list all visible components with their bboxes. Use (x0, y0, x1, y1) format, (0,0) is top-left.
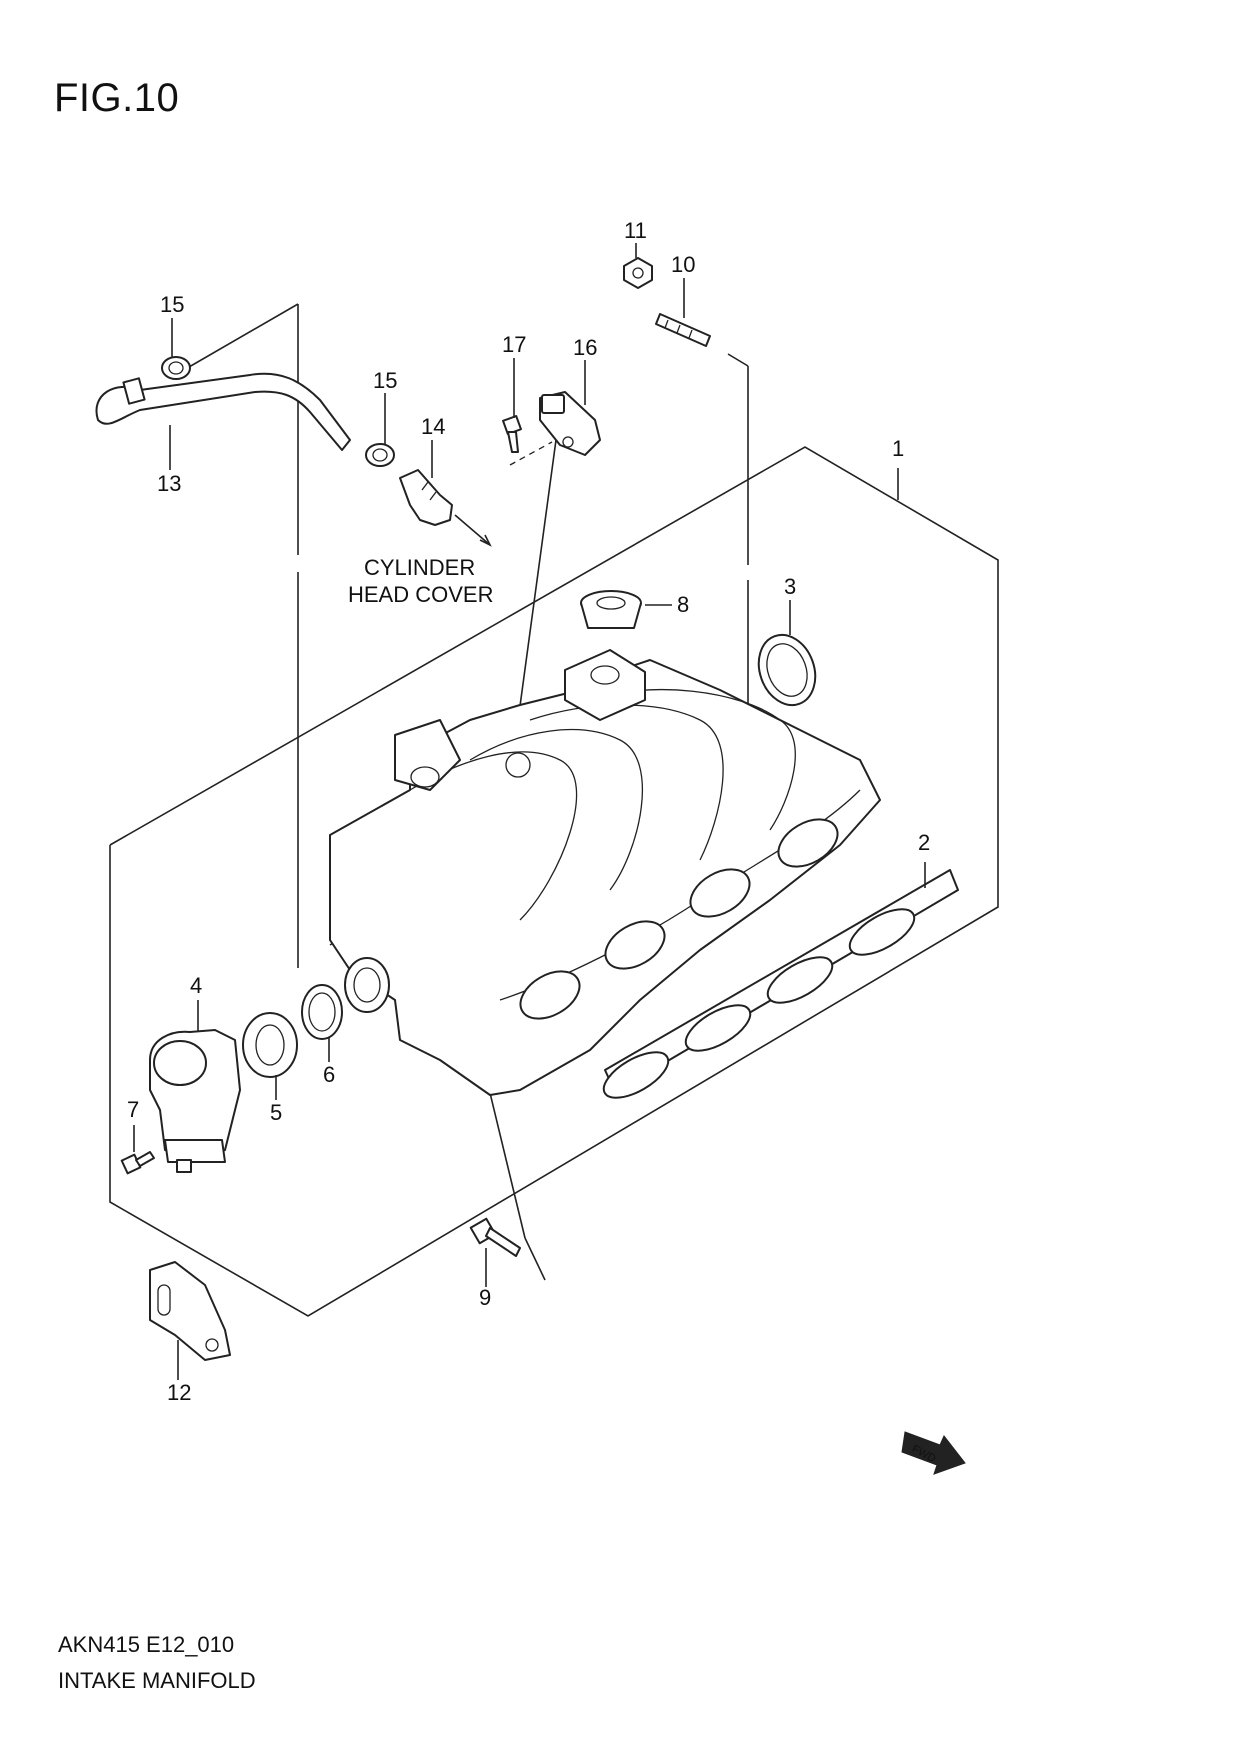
cap-8 (580, 590, 642, 629)
stud-10 (655, 313, 711, 347)
note-cylinder: CYLINDER (364, 555, 475, 580)
sensor-16 (539, 391, 601, 456)
o-ring-6 (301, 984, 343, 1040)
callout-4: 4 (190, 973, 202, 998)
manifold-gasket (602, 869, 959, 1099)
callout-10: 10 (671, 252, 695, 277)
bolt-17 (502, 415, 522, 453)
pcv-valve-14 (399, 469, 453, 526)
callout-3: 3 (784, 574, 796, 599)
callout-2: 2 (918, 830, 930, 855)
assembly-frame-main (109, 446, 999, 1317)
stud-guide-line (727, 353, 749, 367)
callout-6: 6 (323, 1062, 335, 1087)
callout-16: 16 (573, 335, 597, 360)
callout-14: 14 (421, 414, 445, 439)
callout-13: 13 (157, 471, 181, 496)
intake-manifold (329, 649, 881, 1096)
nut-11 (623, 257, 653, 289)
hose-clamp-15b (365, 443, 395, 467)
o-ring-3 (757, 633, 817, 707)
callout-15b: 15 (373, 368, 397, 393)
diagram-name: INTAKE MANIFOLD (58, 1668, 256, 1693)
callout-15a: 15 (160, 292, 184, 317)
throttle-body (149, 1029, 241, 1173)
figure-title: FIG.10 (54, 76, 180, 120)
bolt-9-guide-arrow (524, 1237, 546, 1281)
callout-12: 12 (167, 1380, 191, 1405)
callout-11: 11 (624, 218, 647, 243)
bolt-17-guide (509, 441, 553, 466)
fwd-arrow-icon: FWD (901, 1431, 966, 1475)
callout-9: 9 (479, 1285, 491, 1310)
diagram-code: AKN415 E12_010 (58, 1632, 235, 1657)
assembly-frame-hose (169, 303, 299, 968)
callout-17: 17 (502, 332, 526, 357)
bracket-12 (149, 1261, 231, 1361)
callout-5: 5 (270, 1100, 282, 1125)
bolt-9 (469, 1217, 521, 1257)
pcv-hose-13 (95, 372, 351, 451)
callout-7: 7 (127, 1097, 139, 1122)
callout-1: 1 (892, 436, 904, 461)
hose-clamp-15a (161, 356, 191, 380)
callout-8: 8 (677, 592, 689, 617)
bolt-7 (120, 1151, 155, 1175)
arrow-to-head-cover (454, 514, 492, 547)
throttle-gasket-5 (242, 1012, 298, 1078)
note-head-cover: HEAD COVER (348, 582, 493, 607)
